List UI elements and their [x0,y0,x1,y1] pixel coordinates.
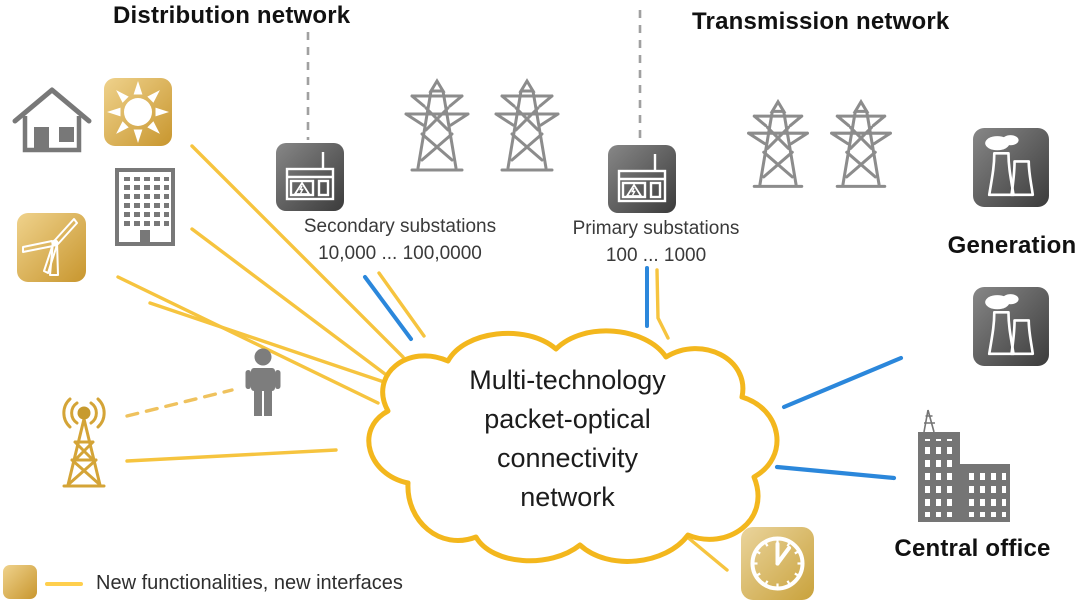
primary-substation-label: Primary substations 100 ... 1000 [546,215,766,269]
central-office-building-icon [918,409,1010,522]
radio-tower-dashed-line [125,388,234,418]
power-plant-icon [973,128,1049,207]
cloud-line-4: network [520,482,615,512]
primary-substation-name: Primary substations [572,218,740,239]
title-transmission-network: Transmission network [692,8,950,35]
secondary-yellow-line [377,271,426,338]
cloud-line-1: Multi-technology [469,365,666,395]
cloud-line-3: connectivity [496,443,639,473]
central-office-label: Central office [894,535,1051,562]
primary-substation-icon [608,145,676,213]
secondary-substation-label: Secondary substations 10,000 ... 100,000… [290,213,510,267]
secondary-blue-line [363,275,413,341]
house-icon [12,87,92,153]
legend-yellow-line [45,582,83,586]
power-plant-icon [973,287,1049,366]
solar-sun-icon [104,78,172,146]
office-building-icon [115,168,175,246]
radio-tower-icon [62,397,106,488]
sun-rays [107,81,169,143]
clock-yellow-line [684,534,729,572]
central-office-blue-line [774,464,897,481]
legend-label: New functionalities, new interfaces [96,572,403,594]
yellow-fan-lines [116,144,405,405]
generation-blue-line [781,355,904,410]
transmission-tower-icon [404,78,470,172]
person-icon [245,348,281,416]
transmission-tower-icon [830,98,892,188]
secondary-substation-icon [276,143,344,211]
radio-tower-line [125,448,338,463]
clock-icon [741,527,814,600]
transmission-tower-icon [747,98,809,188]
cloud-shape [366,328,780,564]
wind-turbine-icon [17,213,86,282]
primary-substation-count: 100 ... 1000 [605,245,707,266]
secondary-substation-name: Secondary substations [303,216,497,237]
primary-yellow-line [655,268,670,340]
generation-label: Generation [947,232,1077,259]
transmission-tower-icon [494,78,560,172]
cloud-label: Multi-technology packet-optical connecti… [340,325,795,565]
title-distribution-network: Distribution network [113,2,351,29]
secondary-substation-count: 10,000 ... 100,0000 [318,243,482,264]
legend-gold-swatch [3,565,37,599]
cloud-line-2: packet-optical [484,404,651,434]
